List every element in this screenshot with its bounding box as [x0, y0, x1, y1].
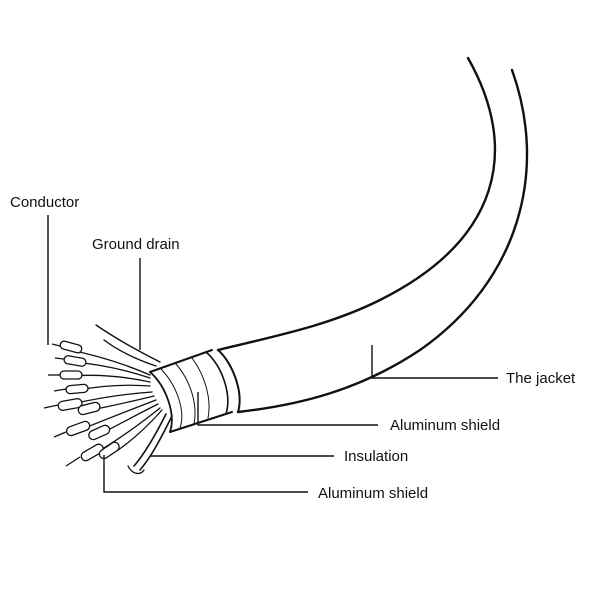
cable-jacket [205, 56, 529, 415]
label-conductor: Conductor [10, 194, 79, 211]
aluminum-shield-band [149, 349, 233, 433]
label-aluminum-shield-lower: Aluminum shield [318, 485, 428, 502]
leader-aluminum-shield-upper [197, 392, 378, 426]
leader-lines [47, 215, 498, 493]
leader-aluminum-shield-lower [103, 455, 308, 493]
leader-jacket [371, 345, 498, 379]
label-ground-drain: Ground drain [92, 236, 180, 253]
label-jacket: The jacket [506, 370, 576, 387]
label-aluminum-shield-upper: Aluminum shield [390, 417, 500, 434]
ground-drain-wires [95, 324, 161, 367]
labels: Conductor Ground drain The jacket Alumin… [10, 194, 576, 502]
label-insulation: Insulation [344, 448, 408, 465]
conductor-bundle [43, 340, 173, 475]
